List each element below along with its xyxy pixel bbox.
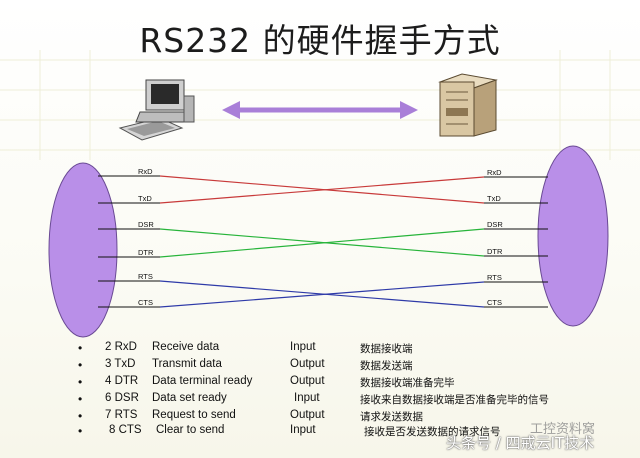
signal-desc: 数据发送端 xyxy=(360,360,413,372)
computer-terminal-icon xyxy=(118,79,195,141)
watermark-primary: 工控资料窝 xyxy=(530,422,596,437)
left-pin-label: TxD xyxy=(138,194,152,203)
signal-pin: 7 RTS xyxy=(105,409,138,421)
right-pin-label: RTS xyxy=(487,273,502,282)
signal-row: • 3 TxD Transmit data Output 数据发送端 xyxy=(0,358,640,375)
signal-wire xyxy=(159,281,485,308)
signal-pin: 8 CTS xyxy=(109,424,142,436)
signal-desc: 数据接收端 xyxy=(360,343,413,355)
signal-row: • 6 DSR Data set ready Input 接收来自数据接收端是否准备完毕… xyxy=(0,392,640,409)
left-pin-label: DSR xyxy=(138,220,154,229)
signal-row: • 7 RTS Request to send Output 请求发送数据 xyxy=(0,409,640,426)
bidirectional-arrow xyxy=(222,101,418,119)
signal-name: Transmit data xyxy=(152,358,222,370)
signal-dir: Input xyxy=(290,424,316,436)
right-connector xyxy=(537,145,609,327)
signal-dir: Output xyxy=(290,409,325,421)
page-title: RS232 的硬件握手方式 xyxy=(139,21,501,60)
right-pin-label: RxD xyxy=(487,168,502,177)
signal-desc: 接收是否发送数据的请求信号 xyxy=(364,426,501,438)
signal-pin: 4 DTR xyxy=(105,375,139,387)
signal-dir: Output xyxy=(290,375,325,387)
signal-dir: Input xyxy=(290,341,316,353)
right-pin-label: DSR xyxy=(487,220,503,229)
signal-row: • 2 RxD Receive data Input 数据接收端 xyxy=(0,341,640,358)
signal-wire xyxy=(159,176,485,204)
signal-dir: Output xyxy=(290,358,325,370)
left-pin-label: DTR xyxy=(138,248,154,257)
signal-row: • 8 CTS Clear to send Input 接收是否发送数据的请求信号 xyxy=(0,424,640,441)
left-pin-label: RTS xyxy=(138,272,153,281)
signal-pin: 2 RxD xyxy=(105,341,137,353)
left-pin-label: CTS xyxy=(138,298,153,307)
signal-name: Data terminal ready xyxy=(152,375,253,387)
signal-bullet: • xyxy=(78,392,83,406)
signal-name: Request to send xyxy=(152,409,236,421)
signal-desc: 数据接收端准备完毕 xyxy=(360,377,455,389)
signal-name: Data set ready xyxy=(152,392,227,404)
left-pin-label: RxD xyxy=(138,167,153,176)
watermark-secondary: 头条号 / 四戒云IT技术 xyxy=(446,434,595,452)
server-tower-icon xyxy=(438,73,498,137)
signal-pin: 3 TxD xyxy=(105,358,136,370)
signal-dir: Input xyxy=(294,392,320,404)
right-pin-label: CTS xyxy=(487,298,502,307)
signal-pin: 6 DSR xyxy=(105,392,139,404)
signal-desc: 接收来自数据接收端是否准备完毕的信号 xyxy=(360,394,549,406)
signal-bullet: • xyxy=(78,375,83,389)
signal-bullet: • xyxy=(78,358,83,372)
signal-desc: 请求发送数据 xyxy=(360,411,423,423)
right-pin-label: TxD xyxy=(487,194,501,203)
signal-name: Receive data xyxy=(152,341,220,353)
right-pin-label: DTR xyxy=(487,247,503,256)
signal-wire xyxy=(159,228,485,258)
left-connector xyxy=(48,162,118,338)
signal-name: Clear to send xyxy=(156,424,225,436)
signal-bullet: • xyxy=(78,341,83,355)
signal-bullet: • xyxy=(78,424,83,438)
signal-row: • 4 DTR Data terminal ready Output 数据接收端准备完毕 xyxy=(0,375,640,392)
signal-bullet: • xyxy=(78,409,83,423)
